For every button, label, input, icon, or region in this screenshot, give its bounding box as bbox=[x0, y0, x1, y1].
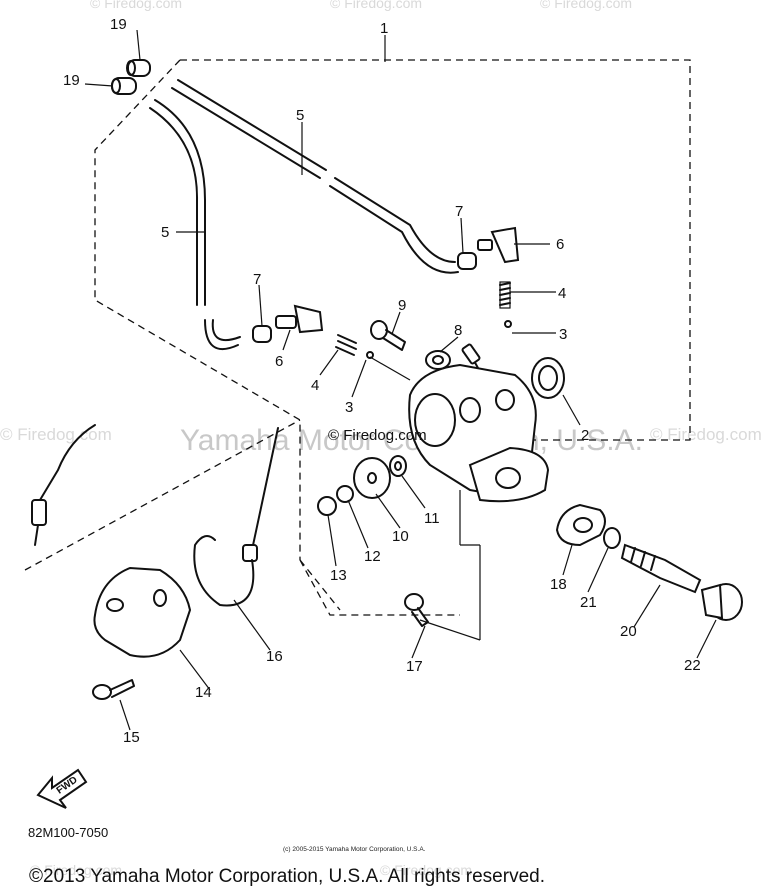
callout-4a: 4 bbox=[558, 285, 566, 302]
callout-19a: 19 bbox=[110, 16, 127, 33]
footer-copyright: ©2013 Yamaha Motor Corporation, U.S.A. A… bbox=[29, 866, 545, 887]
callout-3a: 3 bbox=[559, 326, 567, 343]
callout-6a: 6 bbox=[556, 236, 564, 253]
callout-7b: 7 bbox=[253, 271, 261, 288]
watermark-bottom-2: © Firedog.com bbox=[380, 862, 472, 878]
pump-body bbox=[408, 343, 550, 503]
callout-20: 20 bbox=[620, 623, 637, 640]
watermark-top-3: © Firedog.com bbox=[540, 0, 632, 11]
part-14-cover bbox=[93, 566, 192, 658]
callout-4b: 4 bbox=[311, 377, 319, 394]
callout-22: 22 bbox=[684, 657, 701, 674]
callout-8: 8 bbox=[454, 322, 462, 339]
part-19-sleeves bbox=[111, 59, 151, 95]
wires bbox=[31, 424, 279, 607]
callout-17: 17 bbox=[406, 658, 423, 675]
watermark-top-2: © Firedog.com bbox=[330, 0, 422, 11]
callout-18: 18 bbox=[550, 576, 567, 593]
callout-5b: 5 bbox=[161, 224, 169, 241]
callout-11: 11 bbox=[424, 510, 440, 527]
leader-lines bbox=[84, 29, 717, 731]
watermark-bottom: © Firedog.com bbox=[30, 862, 122, 878]
part-6-7-fittings bbox=[252, 226, 520, 343]
callout-1: 1 bbox=[380, 20, 388, 37]
watermark-left: © Firedog.com bbox=[0, 425, 112, 444]
callout-5a: 5 bbox=[296, 107, 304, 124]
part-10-13-hardware bbox=[317, 455, 407, 516]
diagram-code: 82M100-7050 bbox=[28, 825, 108, 840]
part-5-hoses bbox=[149, 79, 459, 350]
forward-arrow-icon: FWD bbox=[36, 768, 88, 809]
callout-labels: 1 2 3 3 4 4 5 5 6 6 7 7 8 9 10 11 12 13 … bbox=[63, 16, 701, 746]
small-copyright: (c) 2005-2015 Yamaha Motor Corporation, … bbox=[283, 846, 426, 853]
callout-13: 13 bbox=[330, 567, 347, 584]
watermark-top: © Firedog.com bbox=[90, 0, 182, 11]
assembly-boundary bbox=[24, 35, 691, 641]
part-17-bolt bbox=[404, 593, 429, 627]
callout-14: 14 bbox=[195, 684, 212, 701]
watermark-right: © Firedog.com bbox=[650, 425, 762, 444]
callout-10: 10 bbox=[392, 528, 409, 545]
callout-2: 2 bbox=[581, 427, 589, 444]
part-2-seal bbox=[531, 357, 565, 399]
callout-9: 9 bbox=[398, 297, 406, 314]
part-18-22-drive bbox=[555, 503, 743, 621]
callout-3b: 3 bbox=[345, 399, 353, 416]
callout-12: 12 bbox=[364, 548, 381, 565]
callout-16: 16 bbox=[266, 648, 283, 665]
callout-15: 15 bbox=[123, 729, 140, 746]
callout-21: 21 bbox=[580, 594, 597, 611]
center-watermark: © Firedog.com bbox=[328, 427, 427, 444]
part-3-4-springs bbox=[335, 281, 512, 359]
callout-19b: 19 bbox=[63, 72, 80, 89]
part-9-bolt bbox=[370, 320, 406, 351]
callout-7a: 7 bbox=[455, 203, 463, 220]
part-15-bolt bbox=[92, 679, 135, 700]
callout-6b: 6 bbox=[275, 353, 283, 370]
